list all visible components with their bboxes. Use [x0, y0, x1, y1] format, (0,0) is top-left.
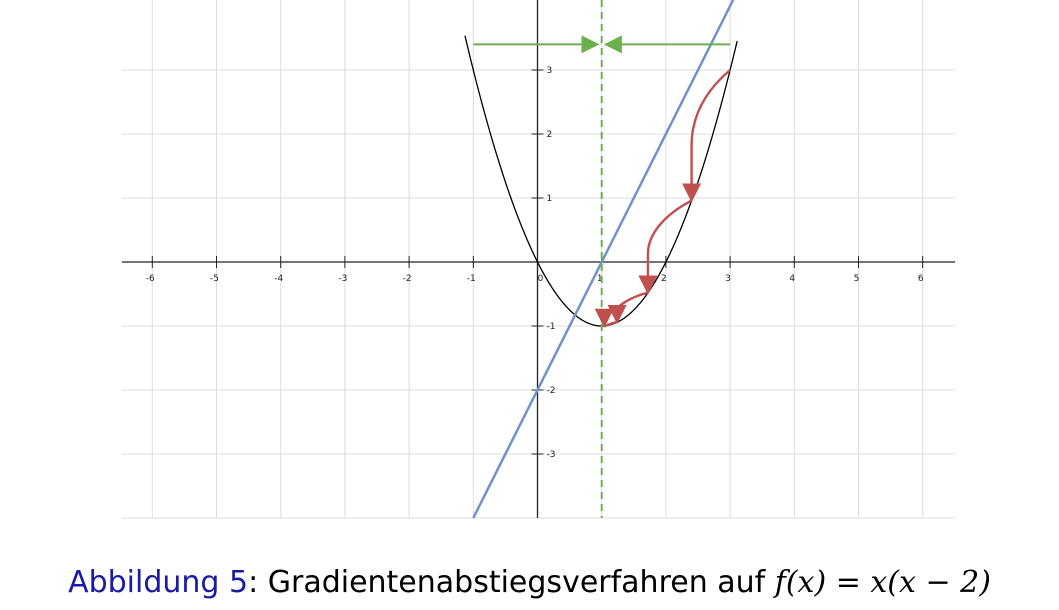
x-tick-label: 1	[597, 274, 603, 284]
x-tick-label: -2	[403, 274, 412, 284]
descent-step-arrow	[638, 199, 693, 295]
x-tick-label: 3	[725, 274, 731, 284]
y-tick-label: -3	[547, 450, 556, 460]
caption-formula: f(x) = x(x − 2)	[774, 565, 991, 600]
descent-step-arrow	[594, 308, 618, 328]
y-tick-label: -1	[547, 322, 556, 332]
x-tick-label: 5	[854, 274, 860, 284]
descent-step-arrow	[607, 291, 649, 325]
curves	[464, 0, 738, 519]
x-tick-label: -5	[210, 274, 219, 284]
annotations	[473, 35, 731, 328]
grid	[122, 0, 955, 519]
y-tick-label: 2	[547, 130, 553, 140]
axes: -6 -5 -4 -3 -2 -1 0 1 2 3 4 5 6 -3 -2 -1 1 2 3	[122, 0, 955, 518]
y-tick-label: 3	[547, 66, 553, 76]
x-tick-label: -3	[338, 274, 347, 284]
gradient-descent-chart: -6 -5 -4 -3 -2 -1 0 1 2 3 4 5 6 -3 -2 -1 1 2 3	[122, 0, 955, 519]
figure-caption: Abbildung 5: Gradientenabstiegsverfahren…	[0, 560, 1059, 606]
x-tick-label: -4	[274, 274, 283, 284]
x-tick-label: 4	[789, 274, 795, 284]
x-tick-label: 0	[538, 274, 544, 284]
descent-step-arrow	[681, 69, 731, 203]
tangent-line	[472, 0, 735, 519]
x-tick-label: 2	[661, 274, 667, 284]
x-tick-label: 6	[918, 274, 924, 284]
caption-text: Gradientenabstiegsverfahren auf	[267, 565, 775, 600]
figure-label: Abbildung 5	[68, 565, 249, 600]
y-tick-label: -2	[547, 386, 556, 396]
x-tick-label: -1	[467, 274, 476, 284]
caption-separator: :	[248, 565, 268, 600]
x-tick-label: -6	[146, 274, 155, 284]
y-tick-label: 1	[547, 194, 553, 204]
